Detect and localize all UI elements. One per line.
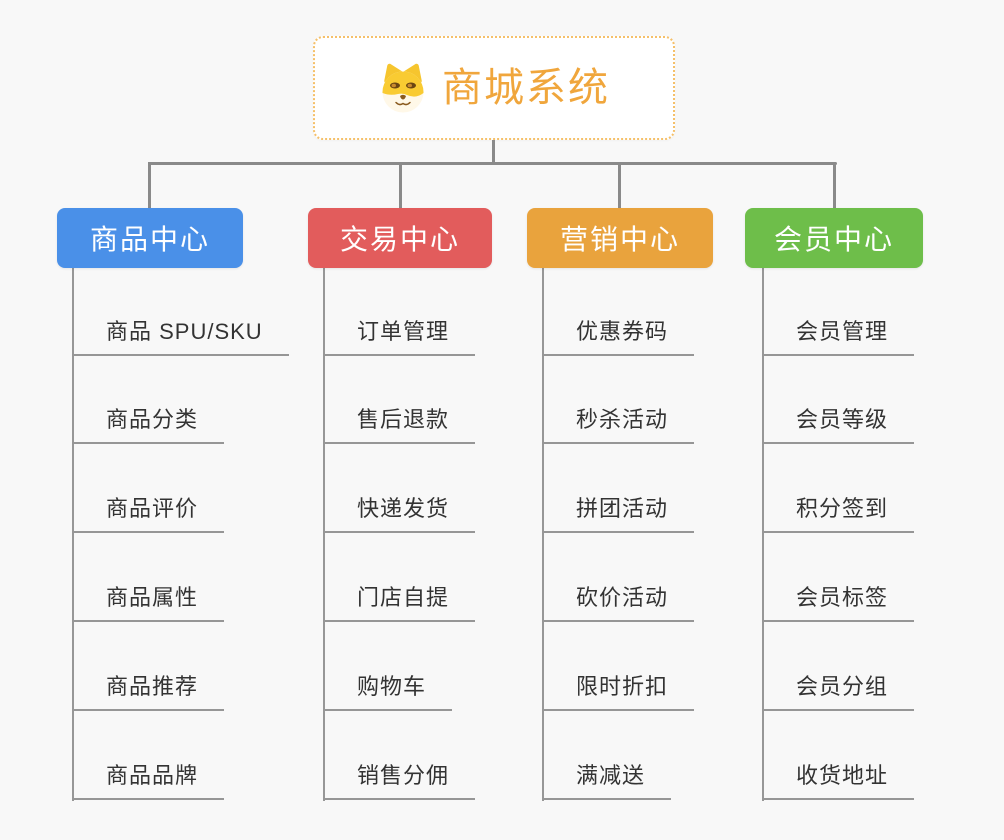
branch-node-trade[interactable]: 交易中心 [308,208,492,268]
trunk-products [72,268,74,801]
branch-node-members[interactable]: 会员中心 [745,208,923,268]
leaf-node[interactable]: 砍价活动 [542,583,695,622]
connector-root-stub [492,140,495,164]
connector-stub-products [148,162,151,210]
trunk-marketing [542,268,544,801]
leaf-node[interactable]: 收货地址 [762,761,915,800]
root-title: 商城系统 [442,66,610,110]
leaf-node[interactable]: 订单管理 [323,317,476,356]
leaf-node[interactable]: 积分签到 [762,494,915,533]
leaf-node[interactable]: 优惠券码 [542,317,695,356]
root-node-mall-system[interactable]: 商城系统 [313,36,675,140]
connector-stub-marketing [618,162,621,210]
branch-node-products[interactable]: 商品中心 [57,208,243,268]
leaf-node[interactable]: 会员管理 [762,317,915,356]
trunk-trade [323,268,325,801]
leaf-node[interactable]: 会员等级 [762,405,915,444]
trunk-members [762,268,764,801]
leaf-node[interactable]: 秒杀活动 [542,405,695,444]
leaf-node[interactable]: 商品品牌 [72,761,225,800]
leaf-node[interactable]: 限时折扣 [542,672,695,711]
doge-icon [382,63,424,113]
leaf-node[interactable]: 商品推荐 [72,672,225,711]
leaf-node[interactable]: 购物车 [323,672,453,711]
leaf-node[interactable]: 会员标签 [762,583,915,622]
leaf-node[interactable]: 商品 SPU/SKU [72,317,289,356]
leaf-node[interactable]: 商品分类 [72,405,225,444]
leaf-node[interactable]: 会员分组 [762,672,915,711]
leaf-node[interactable]: 销售分佣 [323,761,476,800]
leaf-node[interactable]: 售后退款 [323,405,476,444]
leaf-node[interactable]: 满减送 [542,761,672,800]
leaf-node[interactable]: 拼团活动 [542,494,695,533]
branch-node-marketing[interactable]: 营销中心 [527,208,713,268]
connector-horizontal-bar [148,162,837,165]
leaf-node[interactable]: 商品属性 [72,583,225,622]
connector-stub-members [833,162,836,210]
leaf-node[interactable]: 商品评价 [72,494,225,533]
connector-stub-trade [399,162,402,210]
leaf-node[interactable]: 快递发货 [323,494,476,533]
leaf-node[interactable]: 门店自提 [323,583,476,622]
